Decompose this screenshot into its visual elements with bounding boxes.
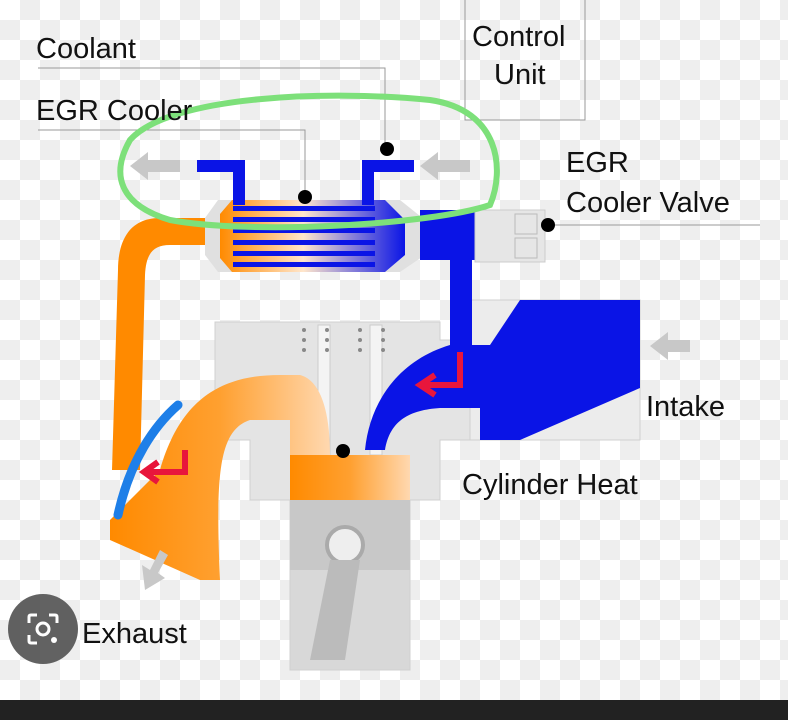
lens-search-button[interactable] xyxy=(8,594,78,664)
callout-dots xyxy=(298,142,555,458)
egr-cool-pipe xyxy=(450,235,472,355)
red-flow-arrows xyxy=(138,352,463,485)
label-intake: Intake xyxy=(646,391,725,423)
egr-hot-pipe xyxy=(112,218,235,470)
label-control-unit-2: Unit xyxy=(494,59,546,91)
lens-icon xyxy=(27,613,59,645)
egr-cooler-valve xyxy=(420,209,546,263)
label-control-unit-1: Control xyxy=(472,21,566,53)
label-exhaust: Exhaust xyxy=(82,618,187,650)
label-egr-cooler: EGR Cooler xyxy=(36,95,193,127)
piston xyxy=(290,500,410,660)
valve-dots xyxy=(302,328,385,352)
blue-marker-stroke xyxy=(113,400,183,520)
label-coolant: Coolant xyxy=(36,33,136,65)
flow-arrows xyxy=(130,152,690,590)
combustion-chamber xyxy=(290,455,410,500)
label-egr-valve-2: Cooler Valve xyxy=(566,187,730,219)
egr-cooler xyxy=(197,160,425,272)
highlight-circle xyxy=(117,92,500,231)
label-egr-valve-1: EGR xyxy=(566,147,629,179)
bottom-bar xyxy=(0,700,788,720)
leader-lines xyxy=(38,0,760,226)
exhaust-manifold xyxy=(110,375,330,580)
intake-manifold xyxy=(365,300,640,450)
label-cylinder-heat: Cylinder Heat xyxy=(462,469,638,501)
